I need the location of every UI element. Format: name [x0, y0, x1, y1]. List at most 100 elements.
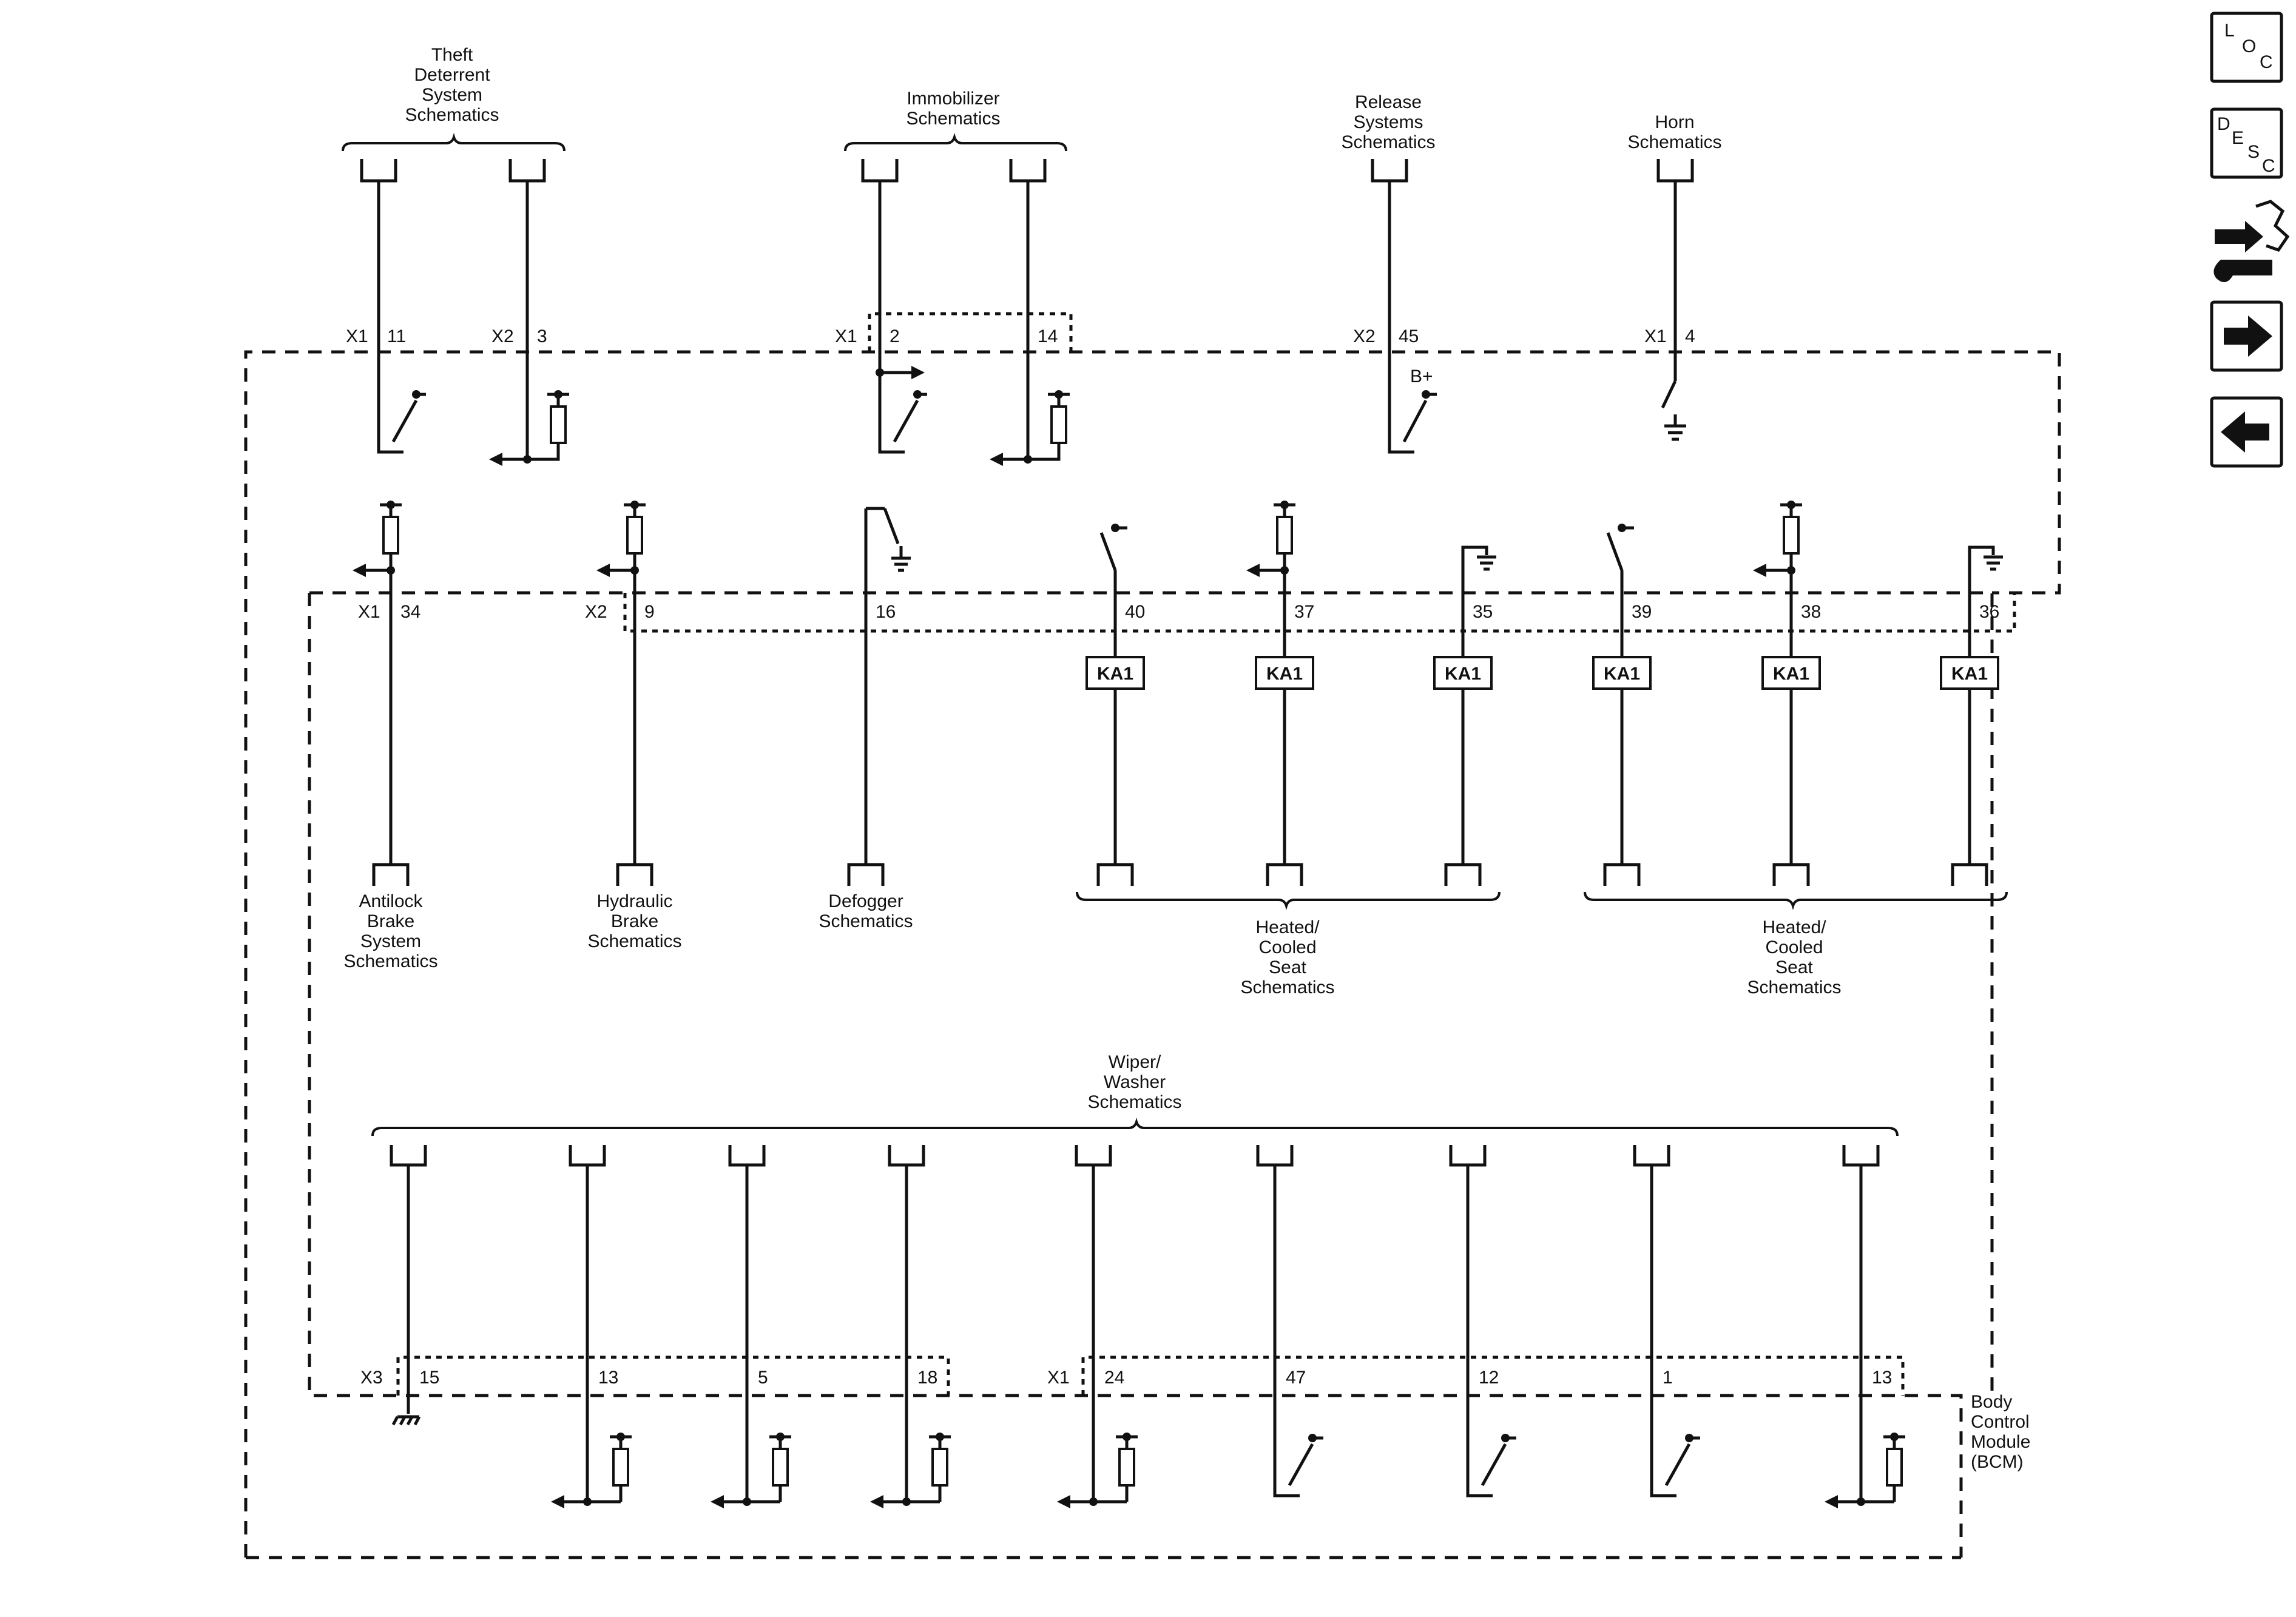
seat-braces	[1076, 891, 2008, 910]
label-horn: Horn Schematics	[1627, 112, 1721, 152]
middle-pin-labels: X1 34 X2 9 16 40 37 35 39 38 36	[358, 602, 1999, 622]
svg-text:KA1: KA1	[1604, 664, 1640, 684]
relay-ka1-37: KA1	[1255, 656, 1314, 690]
svg-text:9: 9	[644, 602, 655, 622]
bottom-resistor-18	[870, 1433, 951, 1508]
arrow-right-icon[interactable]	[2210, 300, 2283, 372]
bottom-pin-labels: X3 15 13 5 18 X1 24 47 12 1 13	[360, 1368, 1892, 1388]
svg-text:Theft: Theft	[431, 45, 473, 65]
svg-text:Body: Body	[1971, 1392, 2012, 1412]
svg-text:38: 38	[1801, 602, 1821, 622]
svg-text:Washer: Washer	[1104, 1072, 1166, 1092]
svg-text:Schematics: Schematics	[819, 911, 913, 931]
middle-switch-defogger	[866, 507, 911, 572]
svg-text:Schematics: Schematics	[1087, 1092, 1181, 1112]
label-hydraulic-brake: Hydraulic Brake Schematics	[587, 891, 681, 951]
label-wiper-washer: Wiper/ Washer Schematics	[1087, 1052, 1181, 1112]
label-body-control-module: Body Control Module (BCM)	[1971, 1392, 2030, 1472]
svg-text:Release: Release	[1355, 92, 1422, 112]
svg-text:Schematics: Schematics	[587, 931, 681, 951]
middle-ground-seat-36	[1968, 545, 2003, 571]
svg-text:24: 24	[1104, 1368, 1124, 1388]
svg-text:X1: X1	[1047, 1368, 1070, 1388]
svg-text:12: 12	[1479, 1368, 1499, 1388]
svg-text:S: S	[2247, 142, 2260, 162]
middle-wires	[389, 508, 1971, 865]
bottom-switch-12	[1481, 1434, 1516, 1487]
top-resistor-theft	[489, 390, 569, 466]
svg-text:E: E	[2232, 128, 2244, 148]
top-pin-labels: X1 11 X2 3 X1 2 14 X2 45 X1 4 B+	[346, 326, 1695, 387]
svg-text:X2: X2	[585, 602, 607, 622]
top-braces	[342, 133, 1067, 152]
svg-text:Cooled: Cooled	[1765, 937, 1823, 957]
wiper-brace	[371, 1118, 1899, 1136]
top-resistor-immobilizer	[990, 390, 1070, 466]
svg-text:47: 47	[1286, 1368, 1306, 1388]
svg-text:Horn: Horn	[1655, 112, 1694, 132]
svg-text:KA1: KA1	[1773, 664, 1809, 684]
svg-text:Module: Module	[1971, 1432, 2030, 1452]
middle-connector-brackets	[372, 863, 1988, 886]
svg-text:KA1: KA1	[1097, 664, 1133, 684]
relay-ka1-36: KA1	[1940, 656, 1999, 690]
svg-text:Brake: Brake	[367, 911, 414, 931]
svg-text:16: 16	[876, 602, 896, 622]
desc-button[interactable]: D E S C	[2210, 107, 2283, 179]
loc-button[interactable]: L O C	[2210, 12, 2283, 83]
svg-text:C: C	[2260, 52, 2273, 72]
svg-text:Seat: Seat	[1269, 957, 1306, 977]
connector-boxes	[396, 312, 2016, 1396]
svg-text:Wiper/: Wiper/	[1109, 1052, 1161, 1072]
svg-text:15: 15	[419, 1368, 439, 1388]
svg-text:2: 2	[890, 326, 900, 346]
svg-text:35: 35	[1473, 602, 1493, 622]
svg-text:System: System	[360, 931, 421, 951]
bottom-chassis-ground	[391, 1415, 421, 1426]
middle-resistor-seat-38	[1753, 501, 1802, 577]
bottom-wires	[407, 1165, 1863, 1502]
top-switch-horn	[1661, 380, 1686, 441]
svg-text:13: 13	[1872, 1368, 1892, 1388]
arrow-left-icon[interactable]	[2210, 396, 2283, 468]
svg-text:Control: Control	[1971, 1412, 2030, 1432]
svg-text:5: 5	[758, 1368, 768, 1388]
svg-text:4: 4	[1685, 326, 1695, 346]
svg-text:X1: X1	[346, 326, 368, 346]
top-connector-brackets	[360, 159, 1694, 183]
top-wires	[377, 181, 1677, 461]
middle-resistor-hydraulic	[596, 501, 646, 577]
svg-text:Heated/: Heated/	[1255, 917, 1320, 937]
svg-text:L: L	[2224, 21, 2235, 41]
svg-text:Heated/: Heated/	[1762, 917, 1826, 937]
svg-text:Schematics: Schematics	[1341, 132, 1435, 152]
svg-text:X1: X1	[835, 326, 857, 346]
label-theft-deterrent: Theft Deterrent System Schematics	[405, 45, 499, 125]
svg-text:39: 39	[1632, 602, 1652, 622]
label-seat-right: Heated/ Cooled Seat Schematics	[1747, 917, 1841, 998]
svg-text:X2: X2	[491, 326, 514, 346]
bottom-resistor-13	[551, 1433, 632, 1508]
svg-text:37: 37	[1294, 602, 1314, 622]
label-seat-left: Heated/ Cooled Seat Schematics	[1240, 917, 1334, 998]
svg-text:11: 11	[387, 326, 406, 346]
connector-wrench-icon[interactable]	[2213, 200, 2290, 283]
bcm-boundary	[244, 350, 2061, 1559]
label-defogger: Defogger Schematics	[819, 891, 913, 931]
svg-text:Schematics: Schematics	[906, 109, 1000, 129]
relay-ka1-35: KA1	[1433, 656, 1493, 690]
svg-text:C: C	[2262, 156, 2275, 176]
svg-text:X2: X2	[1353, 326, 1376, 346]
svg-text:Cooled: Cooled	[1258, 937, 1316, 957]
svg-text:Deterrent: Deterrent	[414, 65, 490, 85]
middle-switch-seat-40	[1099, 524, 1127, 571]
svg-text:14: 14	[1038, 326, 1058, 346]
label-release-systems: Release Systems Schematics	[1341, 92, 1435, 152]
bottom-switch-47	[1288, 1434, 1323, 1487]
svg-text:D: D	[2217, 114, 2230, 134]
middle-ground-seat-35	[1461, 545, 1496, 571]
svg-text:1: 1	[1663, 1368, 1673, 1388]
svg-text:18: 18	[917, 1368, 937, 1388]
middle-resistor-antilock	[353, 501, 402, 577]
